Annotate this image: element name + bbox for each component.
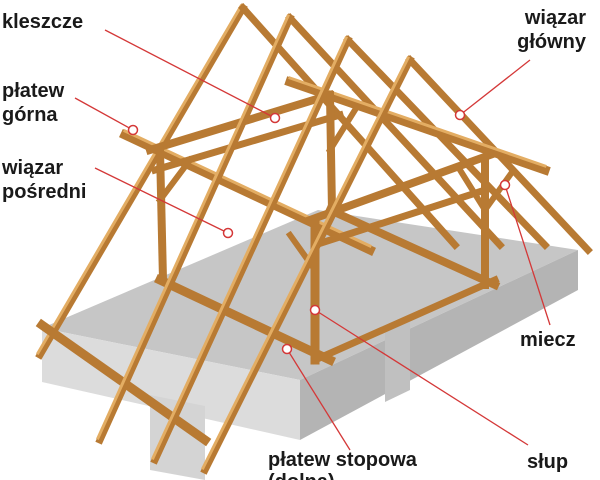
strut-1 [155,155,195,205]
label-wiazar-glowny-line1: wiązar [524,7,586,29]
slab-support-right [385,318,410,402]
horizontal-framing [35,76,551,447]
callout-markers [127,109,511,355]
rafter-front-1 [95,13,295,445]
strut-2 [325,105,360,155]
leader-wiazar-glowny [459,59,531,116]
post-1 [155,145,168,285]
callout-labels: kleszcze wiązar główny płatew górna wiąz… [1,7,587,480]
marker-kleszcze [269,112,281,124]
rafter-front-2 [150,35,353,465]
rafters-front [95,13,415,475]
marker-wiazar-glowny [454,109,466,121]
leader-slup [314,309,529,446]
marker-slup [309,304,321,316]
leader-platew-stopowa [286,348,351,451]
concrete-slab [42,210,578,480]
marker-platew-gorna [127,124,139,136]
label-wiazar-posredni-line1: wiązar [1,157,63,179]
rafter-front-3-hi [200,55,411,471]
rafter-front-1-hi [96,14,290,440]
label-slup: słup [527,451,568,473]
rafter-back-4 [343,35,550,250]
label-miecz: miecz [520,329,576,351]
rafter-front-2-hi [151,36,348,460]
label-wiazar-glowny-line2: główny [517,31,587,53]
leader-miecz [504,184,551,326]
marker-platew-stopowa [281,343,293,355]
bottom-plate-side [310,275,500,365]
label-kleszcze: kleszcze [2,11,83,33]
bottom-plate-mid [154,274,336,366]
rafter-back-1-hi [35,3,244,356]
slab-top-face [42,210,578,380]
label-wiazar-posredni-line2: pośredni [2,181,86,203]
rafter-back-1 [35,3,248,360]
marker-miecz [499,179,511,191]
label-platew-gorna-line1: płatew [2,80,65,102]
leader-platew-gorna [74,97,134,131]
label-platew-stopowa-line2: (dolna) [268,471,335,480]
bottom-plate-back [324,204,501,291]
leader-wiazar-posredni [94,167,229,234]
rafter-back-3 [285,13,505,250]
collar-tie-2 [304,149,496,226]
marker-wiazar-posredni [222,227,234,239]
label-platew-gorna-line2: górna [2,104,58,126]
leader-lines [74,29,551,451]
leader-kleszcze [104,29,276,119]
rafter-front-3 [200,55,415,475]
upper-purlin-left [119,129,376,256]
label-platew-stopowa-line1: płatew stopowa [268,449,418,471]
strut-5 [455,165,490,215]
tie-beam-2 [310,185,490,250]
slab-right-face [300,250,578,440]
